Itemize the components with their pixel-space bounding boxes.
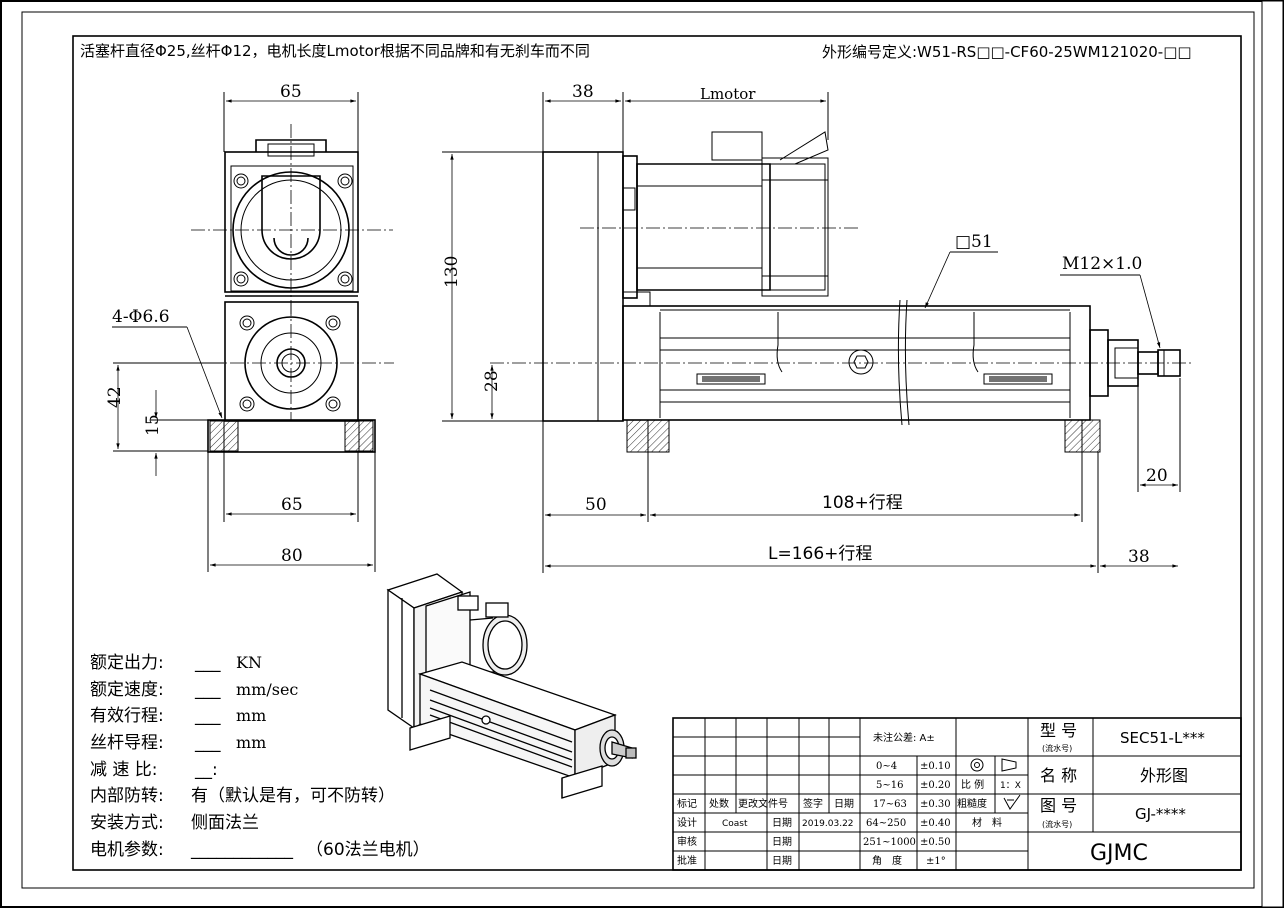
spec-label: 内部防转:: [90, 786, 164, 806]
rev-header: 签字: [803, 797, 823, 810]
tol-range: 5~16: [876, 780, 903, 791]
dim-28: 28: [482, 370, 502, 392]
spec-blank: ____________: [190, 840, 294, 860]
drawing-value: GJ-****: [1135, 805, 1186, 823]
front-view: 65 4-Φ6.6: [105, 82, 394, 572]
tolerance-header: 未注公差: A±: [873, 731, 935, 744]
title-block: 未注公差: A± 0~4 ±0.10 5~16 ±0.20 17~63 ±0.3…: [672, 717, 1242, 871]
spec-blank: ___: [194, 733, 221, 753]
dim-top-65: 65: [280, 82, 302, 102]
dim-stroke: 108+行程: [822, 493, 903, 513]
tol-value: ±0.30: [920, 799, 951, 810]
dim-130: 130: [442, 256, 462, 288]
spec-unit: mm: [236, 733, 266, 752]
spec-blank: __:: [194, 760, 218, 780]
dim-42: 42: [105, 386, 125, 408]
spec-label: 额定速度:: [90, 680, 164, 700]
tol-value: ±1°: [926, 856, 946, 867]
tol-range: 角 度: [872, 854, 902, 867]
design-date-label: 日期: [772, 817, 792, 829]
dim-lmotor: Lmotor: [700, 85, 756, 103]
review-label: 审核: [677, 835, 697, 848]
spec-unit: KN: [236, 653, 262, 672]
dim-bottom-65: 65: [281, 495, 303, 515]
spec-blank: ___: [194, 653, 221, 673]
design-label: 设计: [677, 816, 697, 829]
spec-label: 额定出力:: [90, 653, 164, 673]
tol-value: ±0.40: [920, 818, 951, 829]
scale-label: 比 例: [961, 778, 984, 791]
name-label: 名 称: [1040, 766, 1077, 785]
spec-label: 安装方式:: [90, 813, 164, 833]
spec-label: 丝杆导程:: [90, 733, 164, 753]
rev-header: 日期: [834, 798, 854, 810]
hole-label: 4-Φ6.6: [112, 307, 170, 327]
approve-label: 批准: [677, 854, 697, 867]
drawing-sub: (流水号): [1042, 819, 1072, 829]
spec-blank: 有（默认是有，可不防转）: [191, 786, 395, 806]
rev-header: 更改文件号: [738, 797, 788, 810]
model-value: SEC51-L***: [1120, 729, 1205, 747]
name-value: 外形图: [1140, 766, 1188, 785]
thread-label: M12×1.0: [1062, 254, 1142, 274]
model-label: 型 号: [1040, 721, 1077, 740]
roughness-symbol-icon: [1003, 794, 1021, 810]
tol-range: 0~4: [876, 761, 897, 772]
tol-range: 17~63: [873, 799, 907, 810]
spec-label: 减 速 比:: [90, 760, 158, 780]
scale-value: 1：X: [1000, 781, 1021, 791]
square-label: □51: [955, 232, 993, 252]
approve-date-label: 日期: [772, 855, 792, 867]
spec-blank: 侧面法兰: [191, 813, 259, 833]
spec-label: 有效行程:: [90, 706, 164, 726]
projection-symbol-icon: [970, 758, 1017, 772]
dim-80: 80: [281, 546, 303, 566]
dim-20: 20: [1146, 466, 1168, 486]
review-date-label: 日期: [772, 836, 792, 848]
tol-value: ±0.20: [920, 780, 951, 791]
spec-blank: ___: [194, 680, 221, 700]
tol-value: ±0.50: [920, 837, 951, 848]
drawing-label: 图 号: [1040, 796, 1077, 815]
spec-unit: mm: [236, 706, 266, 725]
drawing-border: [21, 11, 1255, 889]
dim-total: L=166+行程: [768, 544, 872, 564]
tol-value: ±0.10: [920, 761, 951, 772]
side-view: 38 Lmotor: [442, 82, 1192, 573]
dim-38-bottom: 38: [1128, 547, 1150, 567]
tol-range: 251~1000: [863, 837, 916, 848]
design-date: 2019.03.22: [802, 819, 854, 829]
rev-header: 处数: [709, 797, 729, 810]
header-note: 活塞杆直径Φ25,丝杆Φ12，电机长度Lmotor根据不同品牌和有无刹车而不同: [80, 42, 590, 60]
inner-border: [72, 35, 1242, 871]
rev-header: 标记: [677, 798, 697, 810]
dim-50: 50: [585, 495, 607, 515]
roughness-label: 粗糙度: [957, 797, 987, 810]
spec-unit: （60法兰电机）: [306, 840, 430, 860]
isometric-view: [386, 573, 637, 799]
tol-range: 64~250: [866, 818, 906, 829]
dim-15: 15: [143, 414, 163, 436]
header-code-definition: 外形编号定义:W51-RS□□-CF60-25WM121020-□□: [822, 43, 1192, 61]
designer-name: Coast: [722, 819, 748, 829]
spec-label: 电机参数:: [90, 840, 164, 860]
model-sub: (流水号): [1042, 743, 1072, 753]
spec-list: 额定出力: ___ KN 额定速度: ___ mm/sec 有效行程: ___ …: [90, 653, 430, 860]
company-logo: GJMC: [1090, 841, 1148, 866]
spec-unit: mm/sec: [236, 680, 298, 699]
spec-blank: ___: [194, 706, 221, 726]
dim-38-top: 38: [572, 82, 594, 102]
material-label: 材 料: [972, 816, 1002, 829]
